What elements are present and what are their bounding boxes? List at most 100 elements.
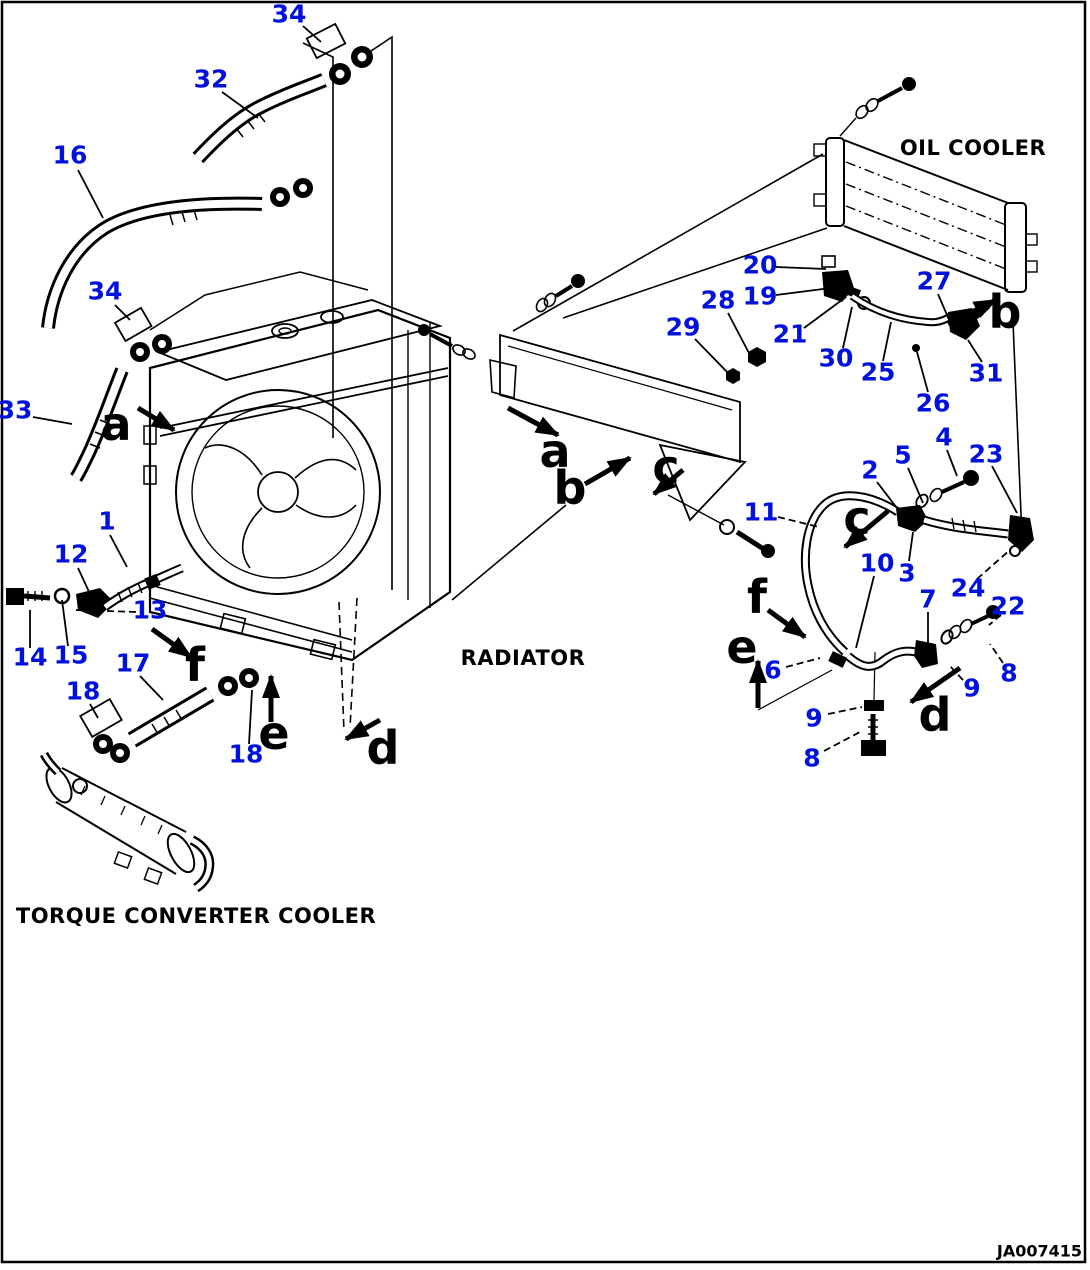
washer-5 — [915, 493, 929, 509]
leader-line — [823, 731, 861, 752]
radiator-assembly — [143, 271, 452, 662]
leader-line — [842, 306, 853, 349]
leader-line — [139, 675, 164, 701]
leader-line — [907, 467, 924, 504]
leader-line — [882, 321, 892, 362]
leader-line — [248, 689, 253, 745]
fan-blades — [204, 444, 357, 569]
leader-line — [916, 351, 929, 393]
elbow-23 — [1008, 515, 1034, 552]
radiator-top-tank — [155, 299, 443, 381]
tube-fitting-1 — [144, 573, 161, 590]
leader-line — [827, 706, 863, 715]
leader-line — [77, 169, 104, 219]
leader-line — [302, 25, 322, 43]
bolt-14 — [6, 588, 24, 605]
bolt — [761, 544, 775, 558]
leader-line — [32, 416, 73, 425]
radiator-filler-cap — [271, 323, 299, 339]
washer — [719, 519, 735, 535]
tube-3 — [923, 517, 1009, 537]
clamp — [828, 651, 848, 668]
hose-sleeve-34-top — [305, 22, 347, 60]
leader-line — [77, 567, 91, 595]
leader-line — [221, 91, 259, 119]
leader-line — [937, 293, 951, 323]
view-arrow — [583, 455, 632, 487]
hose-17 — [129, 689, 213, 745]
leader-line — [946, 449, 958, 477]
fitting-26 — [912, 344, 920, 352]
view-arrow — [766, 607, 807, 640]
hose-16 — [41, 196, 263, 329]
leader-line — [803, 296, 847, 329]
oil-cooler — [726, 77, 1038, 384]
radiator-bottom-tank — [149, 584, 353, 653]
leader-line — [876, 481, 904, 517]
bolt — [571, 274, 585, 288]
bolt — [902, 77, 916, 91]
bolt-8 — [986, 605, 1000, 619]
hose-6 — [846, 648, 917, 669]
leader-line — [967, 339, 983, 363]
view-arrow — [946, 297, 998, 327]
elbow-19 — [822, 270, 854, 302]
leader-line — [991, 465, 1018, 514]
leader-line — [109, 534, 128, 568]
view-arrow — [909, 665, 962, 705]
leader-line — [949, 665, 964, 681]
torque-converter-cooler — [39, 751, 215, 893]
washer-9 — [940, 629, 954, 645]
leader-line — [908, 531, 914, 562]
elbow-31 — [948, 308, 980, 340]
upper-hoses — [41, 22, 373, 482]
fan-shroud-ring — [175, 389, 381, 595]
tee-fitting — [896, 505, 928, 532]
nut-9 — [864, 700, 884, 711]
view-arrow — [843, 509, 890, 549]
oil-cooler-core — [843, 139, 1009, 291]
leader-line — [775, 266, 827, 270]
leader-line — [989, 643, 1004, 664]
hose-33 — [70, 367, 129, 482]
bolt-4 — [963, 470, 979, 486]
leader-line — [75, 609, 137, 613]
tcc-outlet-tube — [190, 837, 212, 891]
plug-29 — [726, 368, 740, 384]
view-arrow — [506, 405, 560, 438]
baffle-plate — [418, 274, 775, 558]
hose-17-group — [79, 668, 259, 763]
view-arrow — [652, 468, 685, 496]
washer-22 — [948, 624, 962, 640]
leader-line — [61, 599, 69, 647]
leader-line — [976, 548, 1012, 580]
fitting-7 — [914, 640, 938, 668]
plug-28 — [748, 347, 766, 367]
leader-line — [775, 287, 832, 296]
bolt-8-lower — [861, 740, 886, 756]
leader-line — [694, 338, 730, 375]
view-arrow — [344, 717, 382, 742]
leader-line — [988, 614, 1002, 626]
tcc-inlet — [42, 753, 60, 774]
leader-line — [114, 304, 131, 321]
oil-tube-group — [800, 470, 1034, 756]
leader-line — [727, 312, 751, 356]
hose-32 — [192, 73, 327, 164]
view-arrow — [150, 626, 193, 660]
nut-24 — [1009, 545, 1021, 557]
leader-line — [777, 516, 820, 528]
bolt — [418, 324, 430, 336]
hose-sleeve-18 — [79, 697, 123, 739]
leader-line — [89, 703, 99, 719]
tube-25 — [850, 294, 954, 325]
tube-11 — [802, 493, 900, 654]
tcc-right-cap — [166, 832, 196, 874]
oil-cooler-left-tank — [825, 137, 845, 227]
view-arrow — [136, 405, 176, 433]
leader-line — [785, 657, 821, 668]
